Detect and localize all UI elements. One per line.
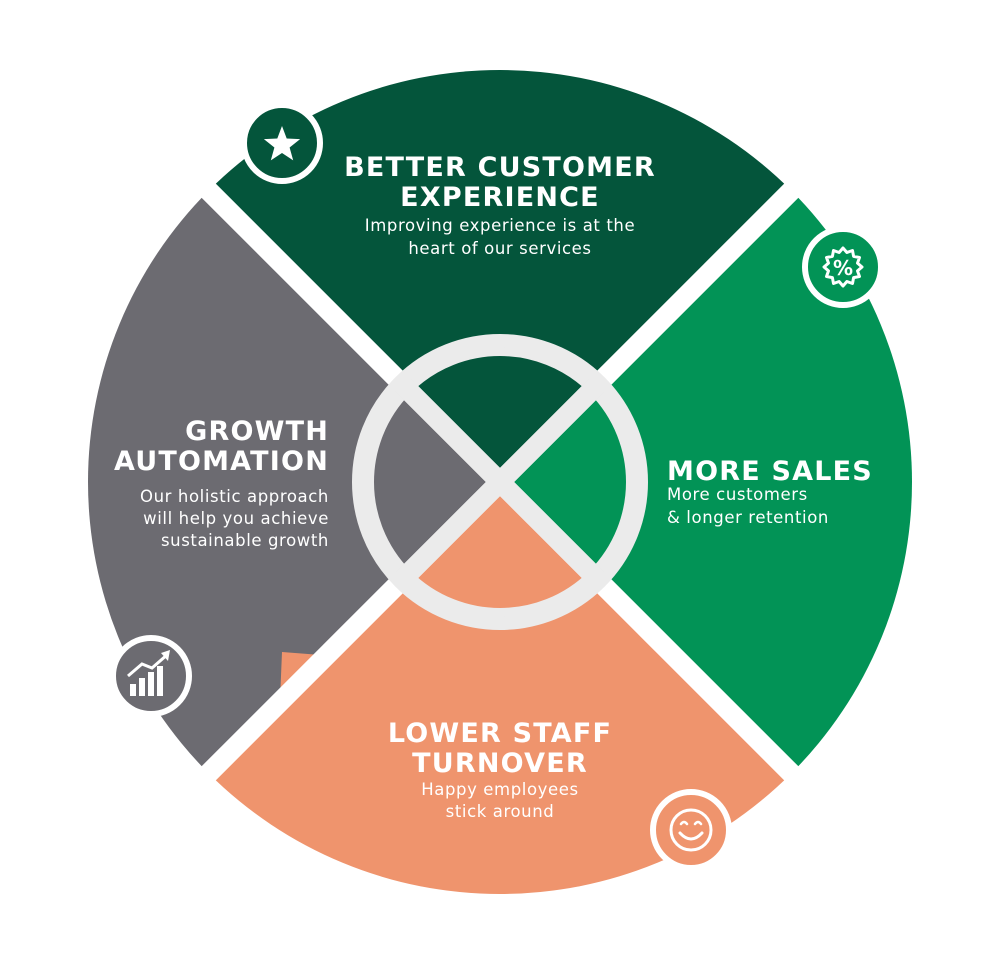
percent-badge-icon: %	[802, 226, 884, 308]
segment-top-title-line-2: EXPERIENCE	[400, 182, 600, 213]
segment-left-desc-line-1: Our holistic approach	[140, 487, 329, 506]
hub-notch-left	[354, 469, 372, 495]
segment-top-desc-line-1: Improving experience is at the	[365, 216, 635, 235]
segment-left-title-line-1: GROWTH	[185, 416, 329, 447]
segment-left-desc-line-3: sustainable growth	[161, 531, 329, 550]
segment-top-title-line-1: BETTER CUSTOMER	[344, 152, 656, 183]
segment-right-desc-line-2: & longer retention	[667, 508, 829, 527]
segment-bottom-title-line-2: TURNOVER	[412, 748, 588, 779]
hub-notch-top	[487, 336, 513, 354]
hub-notch-right	[628, 469, 646, 495]
hub-notch-bottom	[487, 610, 513, 628]
segment-bottom-desc-line-2: stick around	[446, 802, 555, 821]
segment-left-title-line-2: AUTOMATION	[114, 446, 329, 477]
segment-top-desc-line-2: heart of our services	[408, 239, 591, 258]
segment-bottom-title-line-1: LOWER STAFF	[388, 718, 612, 749]
hub-cross-b	[394, 376, 606, 588]
smiley-icon	[650, 789, 732, 871]
segment-bottom-desc-line-1: Happy employees	[421, 780, 579, 799]
segment-left-text: GROWTH AUTOMATION Our holistic approach …	[114, 416, 329, 550]
segment-right-text: MORE SALES More customers & longer reten…	[667, 456, 873, 527]
svg-text:%: %	[833, 256, 853, 280]
segment-left-desc-line-2: will help you achieve	[143, 509, 329, 528]
segment-right-desc-line-1: More customers	[667, 485, 808, 504]
segment-top-text: BETTER CUSTOMER EXPERIENCE Improving exp…	[344, 152, 656, 258]
center-hub	[352, 334, 648, 630]
segment-bottom-text: LOWER STAFF TURNOVER Happy employees sti…	[388, 718, 612, 821]
growth-chart-icon	[110, 635, 192, 717]
star-icon	[241, 102, 323, 184]
segment-right-title-line-1: MORE SALES	[667, 456, 873, 487]
